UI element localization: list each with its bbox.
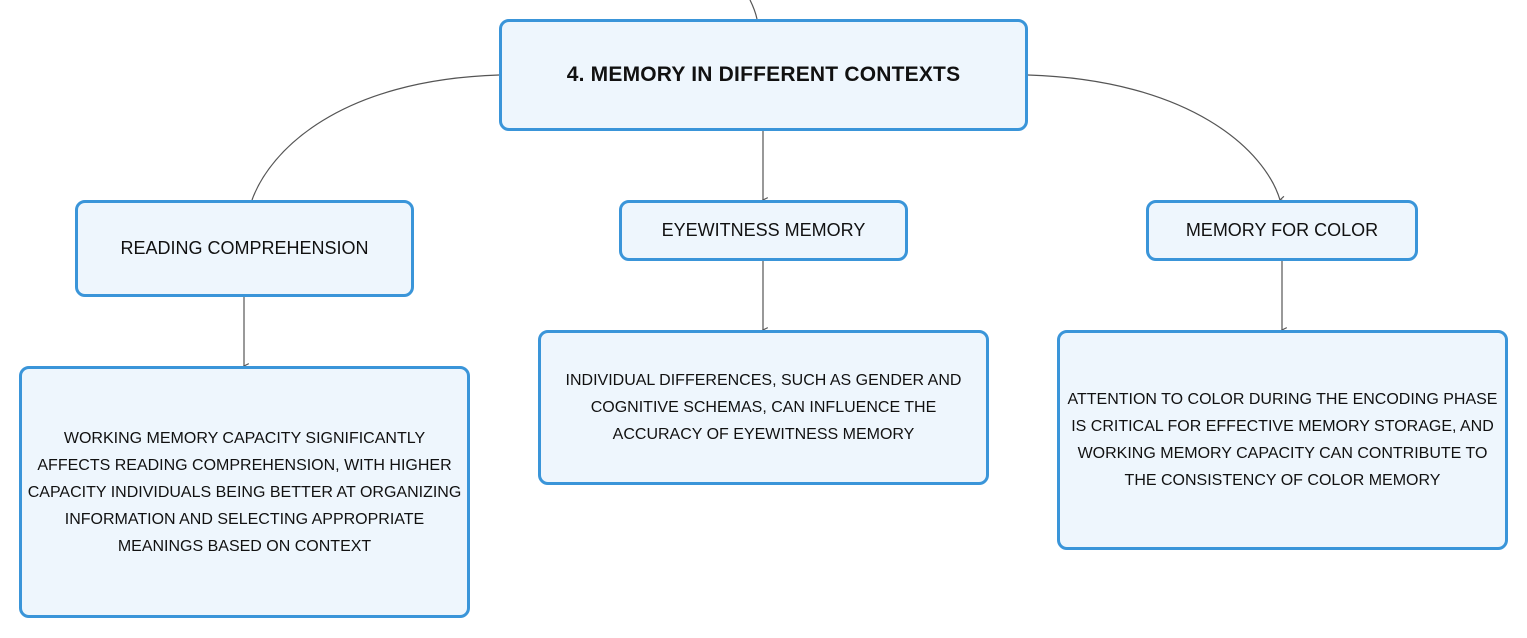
topic-label: Reading Comprehension <box>120 238 369 258</box>
root-title: 4. Memory in Different Contexts <box>566 63 961 86</box>
topic-label: Eyewitness Memory <box>661 220 866 240</box>
detail-node-memory-for-color[interactable]: Attention to color during the encoding p… <box>1057 330 1508 550</box>
connector-root-to-reading <box>251 74 500 201</box>
detail-node-eyewitness-memory[interactable]: Individual differences, such as gender a… <box>538 330 989 485</box>
detail-text: Working memory capacity significantly af… <box>27 429 462 555</box>
connector-parent-to-root <box>749 0 758 20</box>
topic-node-eyewitness-memory[interactable]: Eyewitness Memory <box>619 200 908 261</box>
topic-node-reading-comprehension[interactable]: Reading Comprehension <box>75 200 414 297</box>
topic-node-memory-for-color[interactable]: Memory for Color <box>1146 200 1418 261</box>
topic-label: Memory for Color <box>1185 220 1379 240</box>
detail-node-reading-comprehension[interactable]: Working memory capacity significantly af… <box>19 366 470 618</box>
root-node[interactable]: 4. Memory in Different Contexts <box>499 19 1028 131</box>
connector-root-to-color <box>1027 74 1280 200</box>
detail-text: Attention to color during the encoding p… <box>1067 391 1498 489</box>
detail-text: Individual differences, such as gender a… <box>565 372 962 443</box>
